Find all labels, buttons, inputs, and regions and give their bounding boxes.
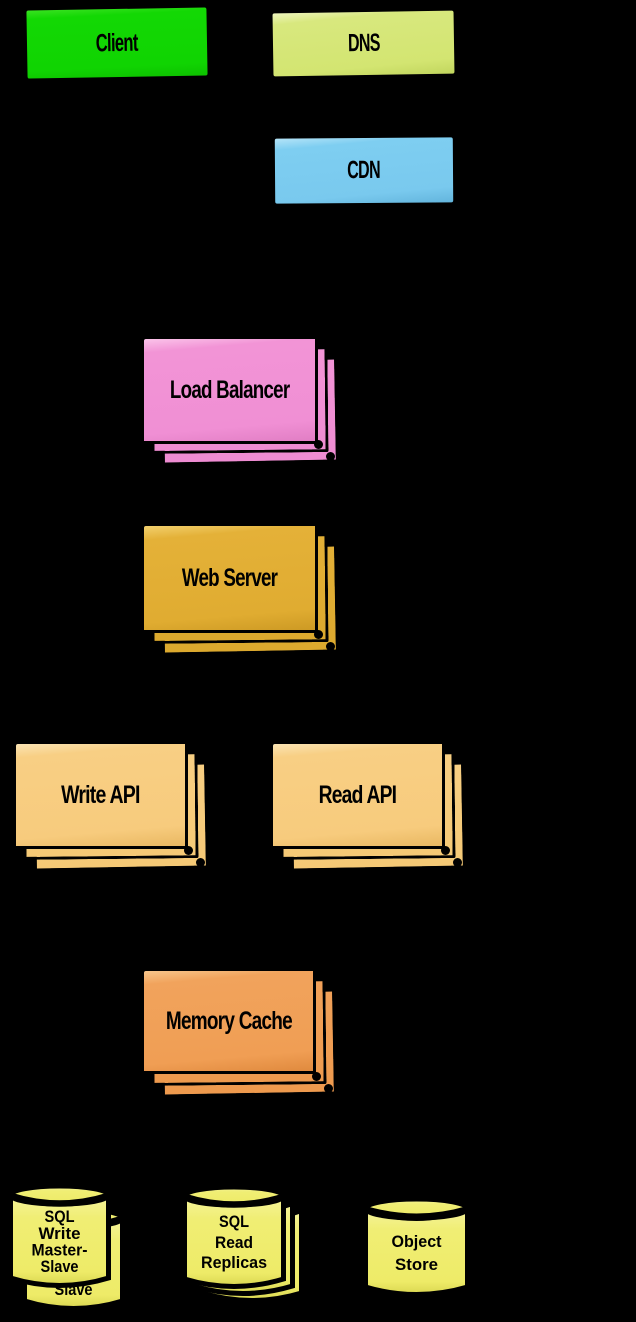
svg-text:Slave: Slave [41, 1257, 79, 1276]
svg-text:SQL: SQL [219, 1212, 249, 1231]
svg-text:Write: Write [39, 1224, 81, 1243]
svg-text:Master-: Master- [32, 1241, 88, 1260]
svg-text:SQL: SQL [45, 1207, 75, 1226]
svg-text:Replicas: Replicas [201, 1253, 267, 1272]
svg-text:Store: Store [395, 1255, 438, 1274]
svg-text:Read: Read [215, 1233, 253, 1252]
svg-text:Object: Object [392, 1232, 442, 1251]
